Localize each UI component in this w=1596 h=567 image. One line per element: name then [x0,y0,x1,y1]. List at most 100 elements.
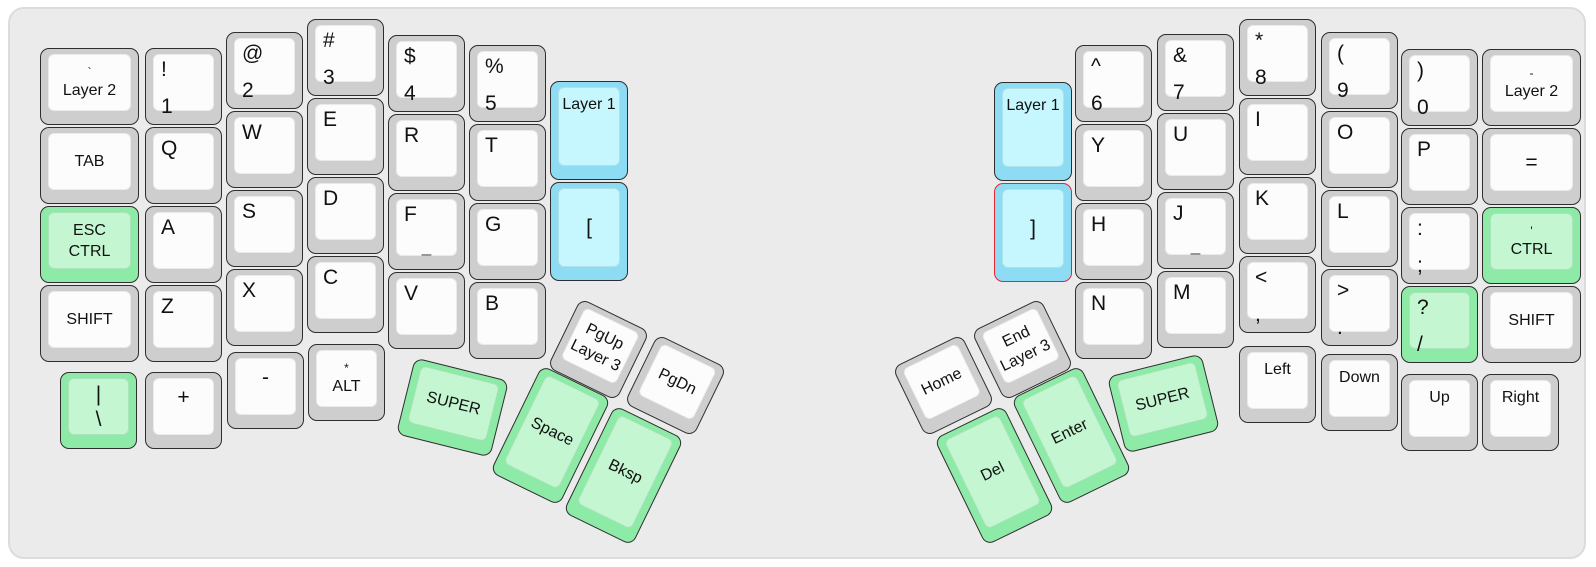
key-l[interactable]: L [1321,190,1398,267]
keycap-top: D [315,183,376,240]
key-layer2-right[interactable]: -Layer 2 [1482,49,1581,126]
key-amp-7[interactable]: &7 [1157,34,1234,111]
key-y[interactable]: Y [1075,124,1152,201]
key-right-bracket[interactable]: ] [994,183,1072,282]
key-label: Y [1091,134,1106,157]
key-caret-6[interactable]: ^6 [1075,45,1152,122]
key-label: Z [161,295,174,318]
key-label: Left [1264,361,1291,378]
key-e[interactable]: E [307,98,384,175]
key-layer2-left[interactable]: `Layer 2 [40,48,139,125]
keycap-top: &7 [1165,40,1226,104]
key-arrow-right[interactable]: Right [1482,374,1559,451]
key-c[interactable]: C [307,256,384,333]
key-x[interactable]: X [226,269,303,346]
key-arrow-left[interactable]: Left [1239,346,1316,423]
key-colon-semicolon[interactable]: :; [1401,207,1478,284]
key-label: - [262,366,269,389]
key-super-right[interactable]: SUPER [1106,353,1221,454]
key-q[interactable]: Q [145,127,222,204]
key-pipe-backslash[interactable]: |\ [60,372,137,449]
key-super-left[interactable]: SUPER [395,357,510,458]
key-label: + [177,386,190,409]
key-star-alt[interactable]: *ALT [308,344,385,421]
keycap-top: |\ [68,378,129,435]
key-u[interactable]: U [1157,113,1234,190]
key-r[interactable]: R [388,114,465,191]
keycap-top: Right [1490,380,1551,437]
key-label: T [485,134,498,157]
key-plus[interactable]: + [145,372,222,449]
key-label: 2 [242,79,254,102]
key-layer1-left[interactable]: Layer 1 [550,81,628,180]
key-k[interactable]: K [1239,177,1316,254]
key-label: Bksp [605,456,645,488]
key-lt-comma[interactable]: <, [1239,256,1316,333]
key-g[interactable]: G [469,203,546,280]
key-arrow-up[interactable]: Up [1401,374,1478,451]
keycap-top: - [235,358,296,415]
key-label: Right [1501,389,1540,406]
key-t[interactable]: T [469,124,546,201]
key-left-bracket[interactable]: [ [550,182,628,281]
key-tab[interactable]: TAB [40,127,139,204]
key-shift-right[interactable]: SHIFT [1482,286,1581,363]
keycap-top: [ [558,188,620,267]
key-o[interactable]: O [1321,111,1398,188]
key-i[interactable]: I [1239,98,1316,175]
key-label: V [404,282,419,305]
key-gt-period[interactable]: >. [1321,269,1398,346]
key-b[interactable]: B [469,282,546,359]
keycap-top: `Layer 2 [48,54,131,111]
key-label: 0 [1417,96,1429,119]
key-quote-ctrl[interactable]: 'CTRL [1482,207,1581,284]
key-label: * [344,361,349,375]
key-label: H [1091,213,1107,236]
key-label: SHIFT [1508,312,1555,329]
key-exclam-1[interactable]: !1 [145,48,222,125]
key-label: , [1255,303,1261,326]
key-label: A [161,216,176,239]
keycap-top: !1 [153,54,214,118]
keycap-top: T [477,130,538,187]
key-hash-3[interactable]: #3 [307,19,384,96]
key-a[interactable]: A [145,206,222,283]
key-label: # [323,29,335,52]
keycap-top: Z [153,291,214,348]
key-label: \ [95,407,102,431]
key-arrow-down[interactable]: Down [1321,354,1398,431]
key-layer1-right[interactable]: Layer 1 [994,82,1072,181]
keycap-top: @2 [234,38,295,102]
key-z[interactable]: Z [145,285,222,362]
key-label: O [1337,121,1354,144]
key-v[interactable]: V [388,272,465,349]
key-f[interactable]: F_ [388,193,465,270]
key-at-2[interactable]: @2 [226,32,303,109]
keycap-top: S [234,196,295,253]
key-minus[interactable]: - [227,352,304,429]
key-label: 3 [323,66,335,89]
key-percent-5[interactable]: %5 [469,45,546,122]
key-question-slash[interactable]: ?/ [1401,286,1478,363]
key-label: ( [1337,42,1344,65]
key-dollar-4[interactable]: $4 [388,35,465,112]
key-label: : [1417,217,1423,240]
key-paren-0[interactable]: )0 [1401,49,1478,126]
key-m[interactable]: M [1157,271,1234,348]
key-equals[interactable]: = [1482,128,1581,205]
key-label: Del [978,459,1008,485]
key-label: F [404,203,417,226]
key-paren-9[interactable]: (9 [1321,32,1398,109]
key-h[interactable]: H [1075,203,1152,280]
key-j[interactable]: J_ [1157,192,1234,269]
key-label: Layer 2 [1504,83,1559,100]
keycap-top: L [1329,196,1390,253]
key-p[interactable]: P [1401,128,1478,205]
key-star-8[interactable]: *8 [1239,19,1316,96]
key-n[interactable]: N [1075,282,1152,359]
key-s[interactable]: S [226,190,303,267]
key-w[interactable]: W [226,111,303,188]
key-d[interactable]: D [307,177,384,254]
key-shift-left[interactable]: SHIFT [40,285,139,362]
